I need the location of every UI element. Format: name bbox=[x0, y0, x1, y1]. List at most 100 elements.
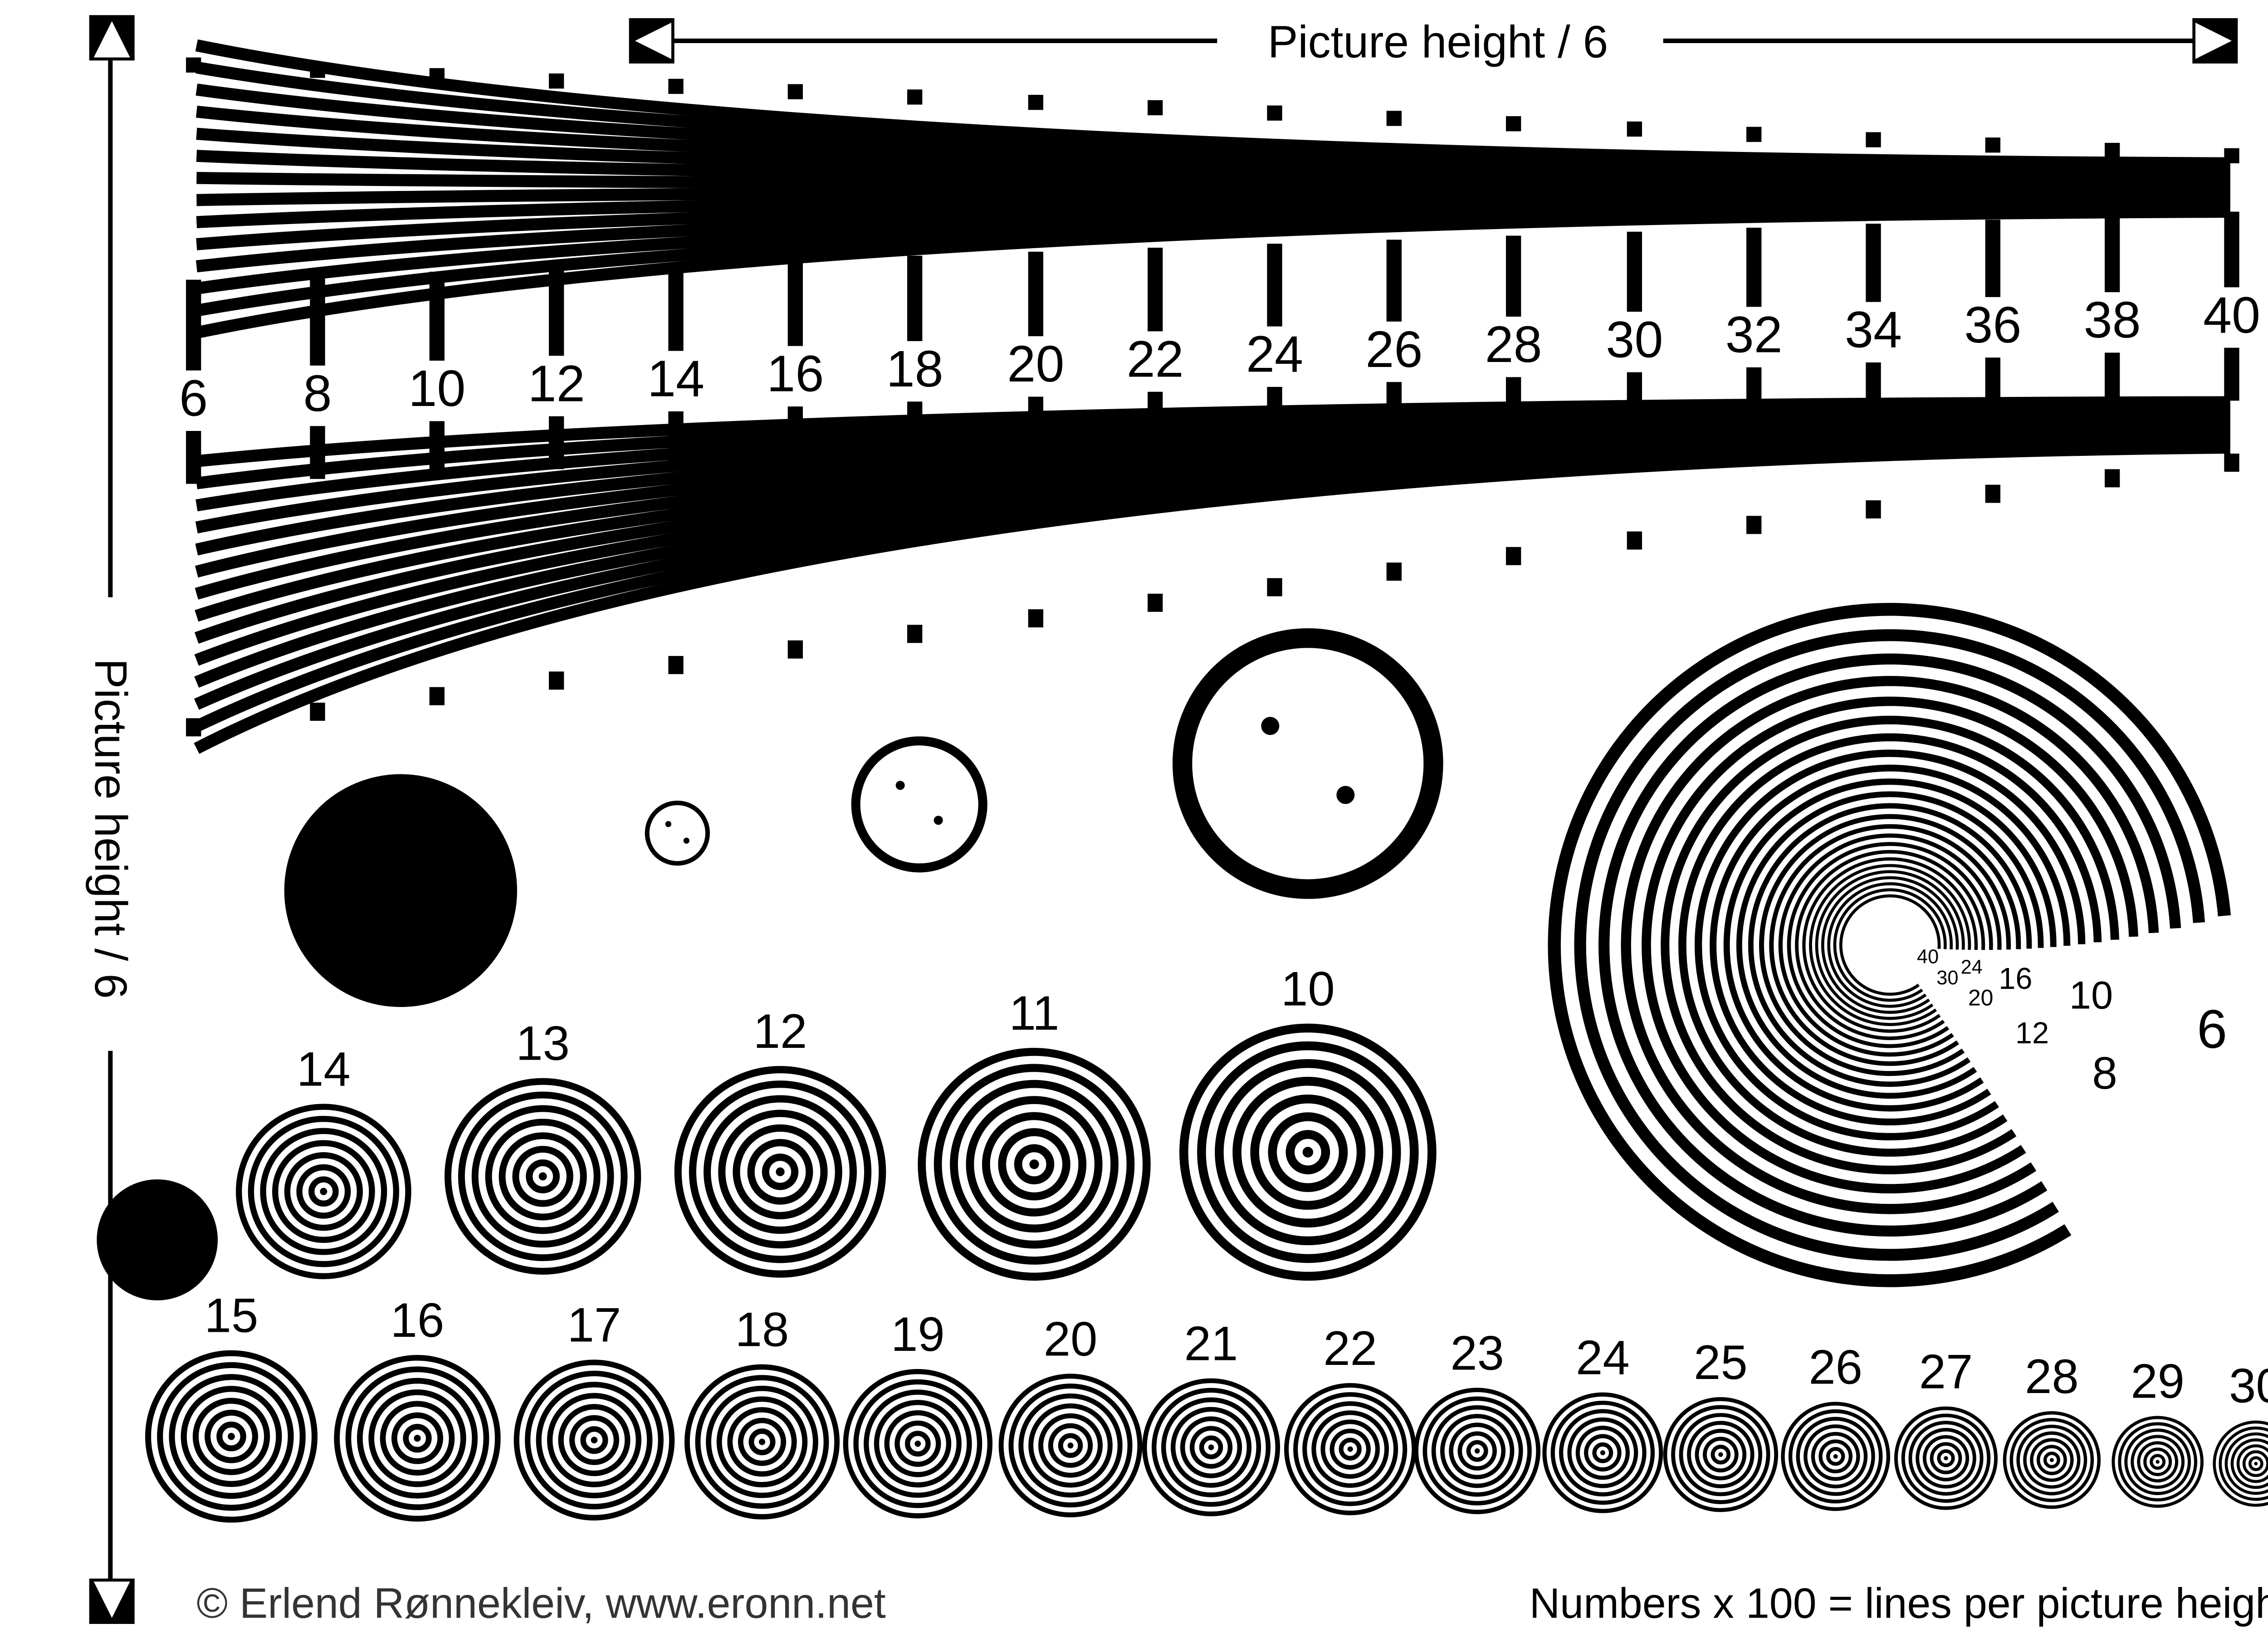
target-ring bbox=[684, 1364, 840, 1520]
wedge-label: 10 bbox=[408, 360, 465, 417]
targets-row-2: 15161718192021222324252627282930 bbox=[145, 1288, 2268, 1523]
target-ring bbox=[526, 1159, 560, 1193]
target-ring bbox=[1901, 1413, 1991, 1503]
target-ring bbox=[1199, 1435, 1223, 1459]
target-ring bbox=[1058, 1433, 1083, 1458]
target-ring bbox=[1286, 1130, 1330, 1174]
target-ring bbox=[368, 1389, 466, 1487]
wedge-tick-mark bbox=[1148, 391, 1163, 445]
target-ring bbox=[445, 1078, 641, 1275]
wedge-label: 18 bbox=[886, 340, 943, 398]
wedge-tick-mark bbox=[310, 275, 325, 366]
target-label: 26 bbox=[1809, 1340, 1862, 1394]
wedge-dot-mark bbox=[2105, 469, 2120, 488]
target-center bbox=[1833, 1454, 1838, 1459]
target-center bbox=[914, 1440, 921, 1447]
wedge-dot-mark bbox=[2224, 148, 2239, 163]
wedge-label: 38 bbox=[2084, 291, 2141, 349]
wedge-label: 26 bbox=[1365, 321, 1422, 378]
target-ring bbox=[1293, 1392, 1408, 1506]
target-center bbox=[2049, 1458, 2054, 1462]
wedge-dot-mark bbox=[787, 84, 803, 99]
wedge-dot-mark bbox=[549, 73, 564, 89]
wedge-label: 30 bbox=[1606, 311, 1663, 368]
wedge-tick-mark bbox=[1028, 396, 1043, 450]
wedge-tick-mark bbox=[787, 259, 803, 346]
target-ring bbox=[2124, 1428, 2191, 1496]
wedge-dot-mark bbox=[907, 89, 923, 105]
target-ring bbox=[1575, 1426, 1630, 1480]
spiral-arc bbox=[1695, 749, 2086, 1140]
spiral-label: 24 bbox=[1961, 957, 1983, 978]
wedge-label: 40 bbox=[2203, 286, 2260, 344]
wedge-tick-mark bbox=[549, 268, 564, 356]
wedge-dot-mark bbox=[1028, 95, 1043, 110]
target-ring bbox=[2131, 1435, 2185, 1489]
wedge-tick-mark bbox=[429, 421, 445, 474]
target-ring bbox=[1215, 1059, 1401, 1246]
wedge-dot-mark bbox=[186, 57, 201, 73]
target-ring bbox=[2224, 1432, 2268, 1495]
target-ring bbox=[1311, 1410, 1389, 1488]
wedge-tick-mark bbox=[1985, 357, 2000, 411]
target-ring bbox=[2219, 1426, 2268, 1501]
wedge-dot-mark bbox=[1985, 484, 2000, 503]
spiral-label: 12 bbox=[2015, 1017, 2049, 1050]
target-ring bbox=[284, 1152, 363, 1231]
target-center bbox=[1208, 1444, 1214, 1450]
target-label: 17 bbox=[567, 1297, 621, 1352]
target-ring bbox=[499, 1132, 587, 1221]
target-ring bbox=[695, 1375, 829, 1509]
target-center bbox=[1029, 1159, 1039, 1169]
wedge-dot-mark bbox=[1267, 105, 1282, 121]
target-ring bbox=[2036, 1445, 2067, 1476]
target-ring bbox=[1804, 1424, 1868, 1489]
target-ring bbox=[2016, 1424, 2087, 1496]
target-ring bbox=[1922, 1435, 1970, 1481]
target-ring bbox=[1550, 1401, 1655, 1505]
target-ring bbox=[1014, 1144, 1055, 1184]
wedge-dot-mark bbox=[1386, 111, 1402, 126]
target-ring bbox=[1038, 1413, 1103, 1478]
target-ring bbox=[2150, 1454, 2166, 1470]
target-label: 12 bbox=[753, 1004, 807, 1058]
wedge-tick-mark bbox=[1866, 224, 1881, 302]
side-arrow-bottom-head-icon bbox=[93, 1581, 130, 1618]
wedge-tick-mark bbox=[549, 416, 564, 469]
target-ring bbox=[272, 1140, 375, 1243]
target-center bbox=[758, 1438, 766, 1445]
target-ring bbox=[1018, 1393, 1123, 1498]
target-center bbox=[591, 1437, 598, 1444]
wedge-tick-mark bbox=[668, 411, 684, 464]
spiral-arc bbox=[1809, 864, 1971, 1026]
target-center bbox=[1067, 1442, 1074, 1449]
wedge-tick-mark bbox=[1985, 220, 2000, 297]
target-ring bbox=[853, 1379, 982, 1508]
spiral-label: 6 bbox=[2197, 999, 2227, 1060]
target-center bbox=[1474, 1448, 1480, 1454]
target-center bbox=[538, 1172, 547, 1181]
target-ring bbox=[918, 1047, 1151, 1281]
target-ring bbox=[1818, 1439, 1853, 1474]
target-ring bbox=[1916, 1428, 1976, 1489]
target-ring bbox=[904, 1431, 931, 1457]
target-ring bbox=[738, 1418, 787, 1466]
target-ring bbox=[1811, 1432, 1860, 1481]
target-ring bbox=[403, 1424, 432, 1453]
target-ring bbox=[1422, 1396, 1532, 1506]
target-label: 18 bbox=[735, 1302, 789, 1357]
target-ring bbox=[205, 1409, 258, 1463]
target-label: 13 bbox=[516, 1016, 570, 1071]
spiral-arc bbox=[1827, 882, 1953, 1008]
spiral-label: 10 bbox=[2069, 973, 2113, 1017]
target-ring bbox=[2236, 1444, 2268, 1483]
wedge-label: 22 bbox=[1127, 330, 1184, 388]
wedge-line bbox=[194, 441, 2230, 754]
wedge-tick-mark bbox=[1506, 235, 1521, 317]
wedge-tick-mark bbox=[1627, 231, 1642, 312]
wedge-dot-mark bbox=[1506, 116, 1521, 132]
target-ring bbox=[706, 1385, 818, 1498]
target-ring bbox=[747, 1139, 813, 1205]
